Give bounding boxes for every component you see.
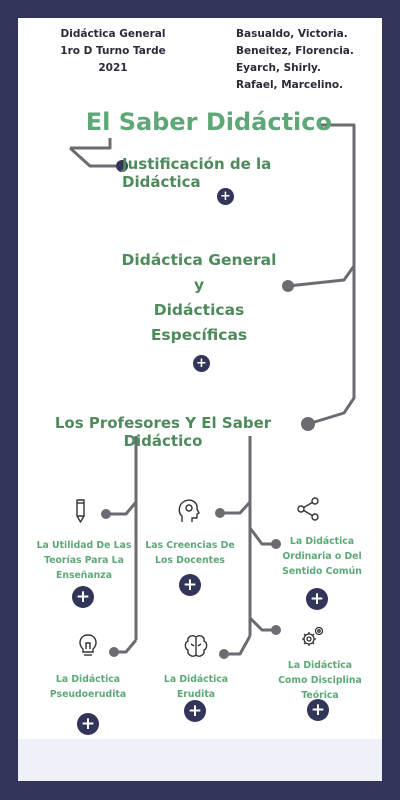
connector-branch-2 — [220, 500, 252, 515]
section2-line3: Didácticas Específicas — [150, 301, 248, 344]
head-gear-icon — [178, 499, 200, 522]
authors-list: Basualdo, Victoria. Beneitez, Florencia.… — [236, 28, 354, 91]
expand-button-card-6[interactable]: + — [307, 699, 329, 721]
expand-button-section2[interactable]: + — [193, 355, 210, 372]
expand-button-card-1[interactable]: + — [72, 586, 94, 608]
section-justificacion[interactable]: Justificación de la Didáctica — [122, 155, 272, 191]
lightbulb-icon — [79, 634, 97, 656]
node-card-6 — [271, 625, 281, 635]
connector-bracket-top — [70, 138, 112, 150]
expand-button-section1[interactable]: + — [217, 188, 234, 205]
card-label-disciplina: La Didáctica Como Disciplina Teórica — [278, 660, 362, 701]
pencil-icon — [76, 499, 85, 523]
node-card-1 — [101, 509, 111, 519]
share-icon — [297, 497, 319, 521]
section-profesores[interactable]: Los Profesores Y El Saber Didáctico — [54, 414, 272, 450]
section-didactica-general[interactable]: Didáctica General y Didácticas Específic… — [108, 248, 290, 348]
connector-spine-section3 — [307, 266, 356, 426]
course-info: Didáctica General 1ro D Turno Tarde 2021 — [60, 28, 166, 74]
expand-button-card-2[interactable]: + — [179, 574, 201, 596]
footer-band — [18, 739, 382, 781]
expand-button-card-4[interactable]: + — [77, 713, 99, 735]
card-label-utilidad: La Utilidad De Las Teorías Para La Enseñ… — [36, 540, 132, 581]
expand-button-card-5[interactable]: + — [184, 700, 206, 722]
node-card-5 — [219, 649, 229, 659]
card-label-pseudoerudita: La Didáctica Pseudoerudita — [49, 674, 127, 700]
node-card-4 — [109, 647, 119, 657]
section2-line2: y — [193, 276, 205, 294]
brain-icon — [184, 635, 208, 657]
section2-line1: Didáctica General — [121, 251, 277, 269]
card-label-erudita: La Didáctica Erudita — [163, 674, 229, 700]
gears-icon — [302, 626, 324, 646]
connector-branch-6 — [248, 616, 276, 632]
card-label-creencias: Las Creencias De Los Docentes — [145, 540, 235, 566]
connector-title-section2 — [287, 123, 356, 288]
node-card-2 — [215, 508, 225, 518]
infographic-canvas: Didáctica General 1ro D Turno Tarde 2021… — [18, 18, 382, 781]
connector-branch-4 — [114, 639, 138, 654]
expand-button-card-3[interactable]: + — [306, 588, 328, 610]
connector-branch-1 — [106, 501, 138, 516]
connector-bracket-bottom — [68, 146, 122, 168]
card-label-ordinaria: La Didáctica Ordinaria o Del Sentido Com… — [282, 536, 362, 577]
connector-branch-5 — [224, 635, 252, 656]
main-title: El Saber Didáctico — [85, 108, 332, 136]
